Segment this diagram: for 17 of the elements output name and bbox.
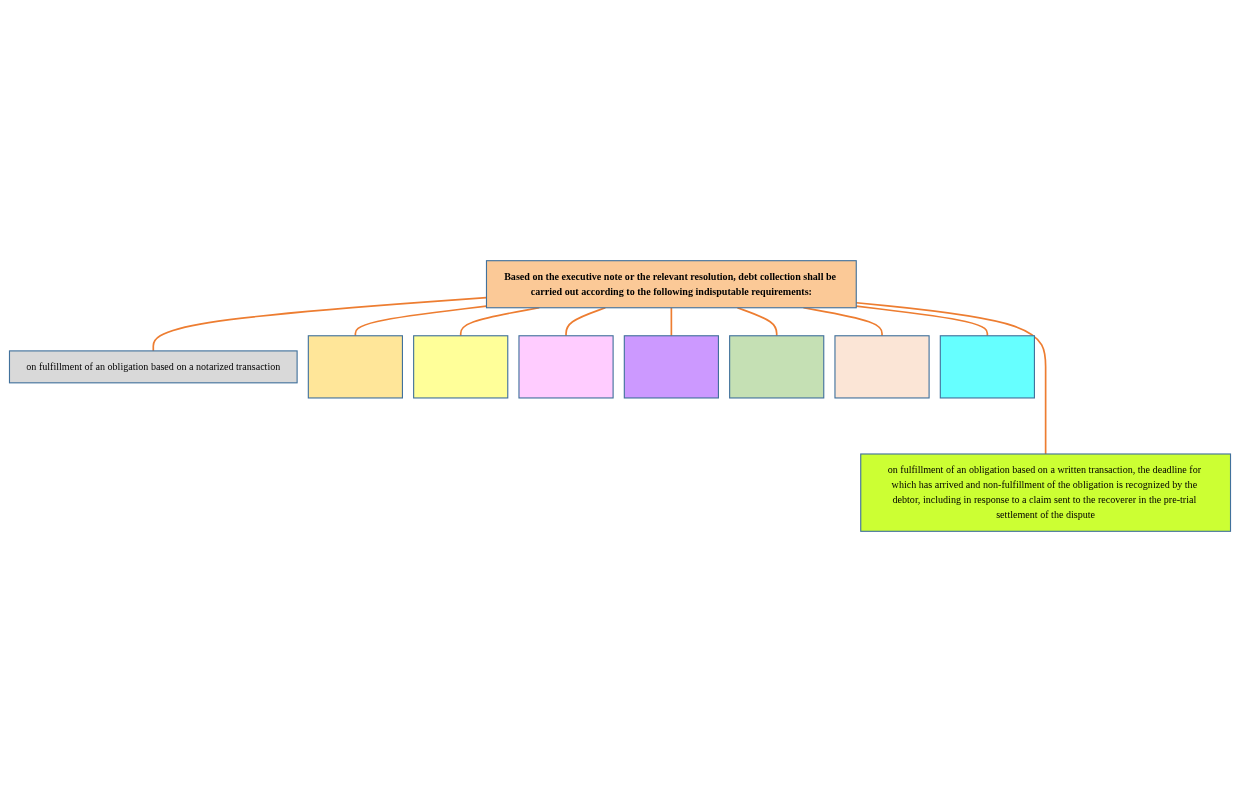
node-box: on fulfillment of an obligation based on a notarized transaction — [8, 349, 298, 383]
connector — [670, 306, 673, 337]
connector — [736, 306, 778, 337]
connector — [855, 304, 989, 337]
connector — [855, 301, 1047, 455]
node-box — [729, 334, 825, 398]
node-box — [413, 334, 509, 398]
node-box — [623, 334, 719, 398]
node-box — [834, 334, 930, 398]
connector — [152, 296, 488, 352]
node-box — [307, 334, 403, 398]
node-box — [939, 334, 1035, 398]
node-box — [518, 334, 614, 398]
connector — [354, 304, 488, 337]
connector — [565, 306, 607, 337]
node-box: on fulfillment of an obligation based on a written transaction, the deadline for which has arrived and non-fulfillment of the obligation is recognized by the debtor, including in response to a claim sent to the recoverer in the pre-trial settlement of the dispute — [860, 452, 1232, 532]
node-box: Based on the executive note or the relevant resolution, debt collection shall be carried out according to the following indisputable requirements: — [485, 259, 857, 308]
